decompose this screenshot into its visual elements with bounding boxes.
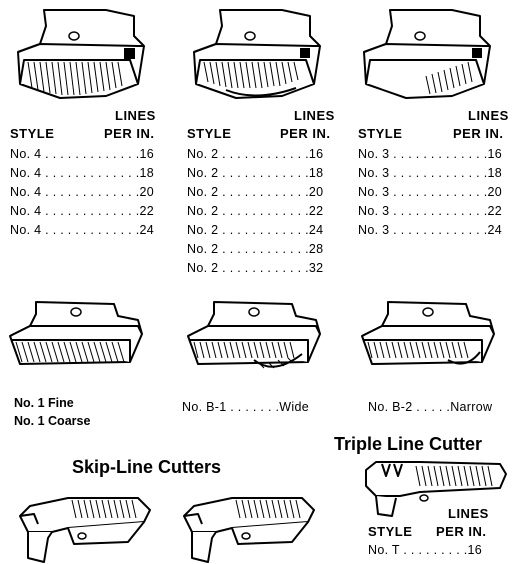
cutter-no3-illustration: [363, 9, 491, 99]
table-row: No. 3 . . . . . . . . . . . . .18: [358, 166, 502, 180]
table-row: No. 2 . . . . . . . . . . . .24: [187, 223, 324, 237]
table-row: No. 4 . . . . . . . . . . . . .20: [10, 185, 154, 199]
cutter-no2-illustration: [193, 9, 321, 99]
table-row: No. 2 . . . . . . . . . . . .20: [187, 185, 324, 199]
table-row: No. 3 . . . . . . . . . . . . .22: [358, 204, 502, 218]
cutter-b2-illustration: [361, 301, 495, 365]
skip-line-cutter-illustration-1: [19, 497, 151, 563]
header-lines: LINES: [468, 108, 509, 123]
table-row: No. 2 . . . . . . . . . . . .28: [187, 242, 324, 256]
header-style: STYLE: [368, 524, 413, 539]
caption-b2: No. B-2 . . . . .Narrow: [368, 400, 493, 414]
header-style: STYLE: [187, 126, 232, 141]
caption-no1-coarse: No. 1 Coarse: [14, 414, 91, 428]
header-lines: LINES: [294, 108, 335, 123]
caption-b1: No. B-1 . . . . . . .Wide: [182, 400, 309, 414]
table-row: No. 4 . . . . . . . . . . . . .24: [10, 223, 154, 237]
table-row: No. 3 . . . . . . . . . . . . .24: [358, 223, 502, 237]
table-row: No. 2 . . . . . . . . . . . .22: [187, 204, 324, 218]
cutter-no1-illustration: [9, 301, 143, 365]
table-row: No. 2 . . . . . . . . . . . .32: [187, 261, 324, 275]
header-per-in: PER IN.: [280, 126, 331, 141]
table-row: No. 2 . . . . . . . . . . . .16: [187, 147, 324, 161]
cutter-no4-illustration: [17, 9, 145, 99]
triple-line-cutter-illustration: [365, 461, 507, 517]
table-row: No. 2 . . . . . . . . . . . .18: [187, 166, 324, 180]
table-row: No. 3 . . . . . . . . . . . . .16: [358, 147, 502, 161]
table-row: No. 4 . . . . . . . . . . . . .18: [10, 166, 154, 180]
skip-line-cutters-title: Skip-Line Cutters: [72, 457, 222, 477]
table-row: No. 3 . . . . . . . . . . . . .20: [358, 185, 502, 199]
caption-no1-fine: No. 1 Fine: [14, 396, 74, 410]
header-style: STYLE: [10, 126, 55, 141]
header-lines: LINES: [448, 506, 489, 521]
header-per-in: PER IN.: [436, 524, 487, 539]
header-per-in: PER IN.: [453, 126, 504, 141]
table-row: No. T . . . . . . . . .16: [368, 543, 483, 557]
cutter-b1-illustration: [187, 301, 321, 369]
header-lines: LINES: [115, 108, 156, 123]
header-per-in: PER IN.: [104, 126, 155, 141]
table-row: No. 4 . . . . . . . . . . . . .22: [10, 204, 154, 218]
skip-line-cutter-illustration-2: [183, 497, 315, 563]
triple-line-cutter-title: Triple Line Cutter: [334, 434, 483, 454]
table-row: No. 4 . . . . . . . . . . . . .16: [10, 147, 154, 161]
header-style: STYLE: [358, 126, 403, 141]
